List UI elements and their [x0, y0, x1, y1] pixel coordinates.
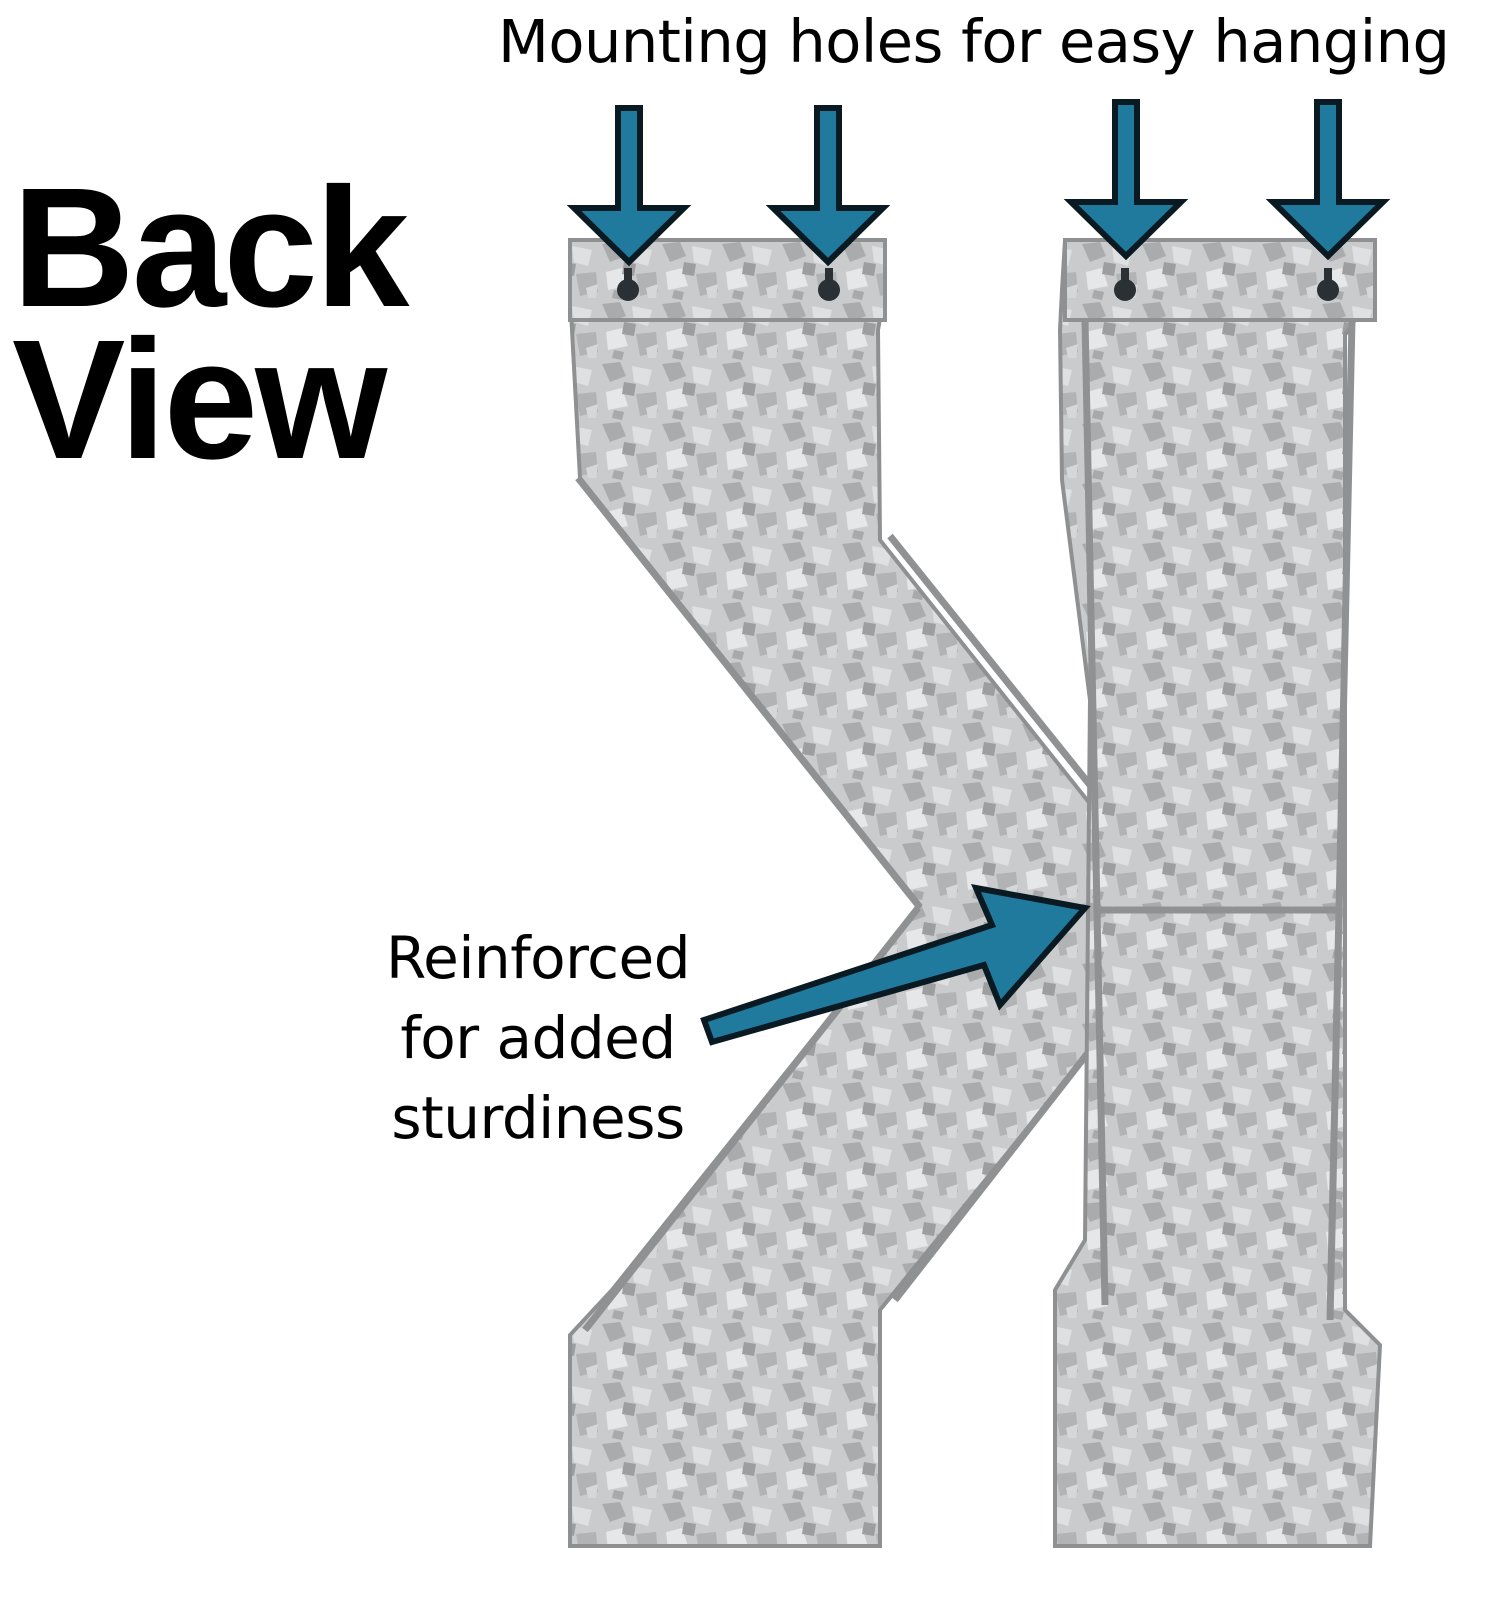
reinforced-caption-line: for added [400, 1004, 676, 1072]
mounting-holes [617, 268, 1339, 301]
support-rod [1326, 319, 1356, 1321]
mounting-holes-caption: Mounting holes for easy hanging [498, 7, 1450, 76]
support-rod [887, 533, 1101, 798]
title-line-1: Back [12, 153, 409, 343]
title-line-2: View [12, 305, 387, 495]
reinforced-caption-line: sturdiness [391, 1084, 685, 1152]
mounting-arrows [566, 99, 1391, 267]
reinforced-caption-line: Reinforced [385, 924, 691, 992]
down-arrow-icon [1063, 99, 1189, 261]
down-arrow-icon [566, 105, 692, 267]
metal-panel-right [1053, 238, 1383, 1548]
support-rod [575, 475, 921, 908]
letter-k-right-section [1053, 238, 1383, 1548]
reinforced-caption: Reinforced for added sturdiness [368, 918, 708, 1158]
support-rod [1081, 319, 1109, 1306]
down-arrow-icon [1265, 99, 1391, 261]
down-arrow-icon [765, 105, 891, 267]
page-title: Back View [12, 153, 409, 495]
support-rod [892, 1037, 1101, 1303]
reinforcement-arrow-icon [700, 884, 1091, 1046]
